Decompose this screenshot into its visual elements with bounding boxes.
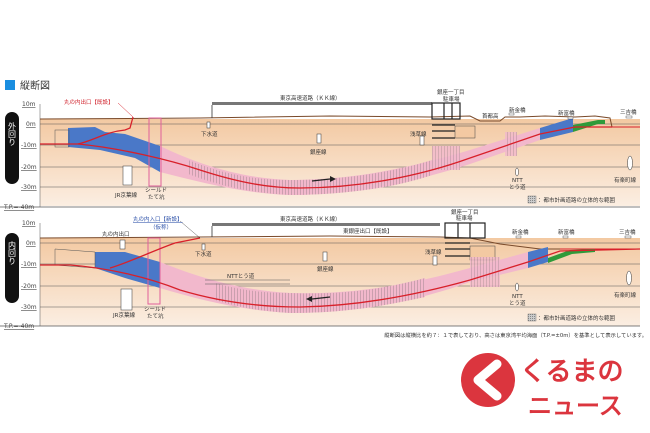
ramp-green [573, 120, 605, 132]
ginza-parking-structure [431, 102, 461, 139]
axis-label: -10m [21, 261, 37, 268]
label-entrance-new: 丸の内入口【新設】 [133, 215, 183, 223]
legend-label-inner: ：都市計画道路の立体的な範囲 [538, 314, 616, 322]
axis-label: -20m [21, 164, 37, 171]
city-planning-road-range-inner [215, 278, 425, 313]
label-shintomibashi-inner: 新富橋 [558, 228, 575, 236]
sewer-icon [206, 121, 211, 129]
inner-loop-label: 内回り [8, 240, 17, 265]
axis-label: 0m [26, 121, 36, 128]
label-entrance-new-sub: （仮称） [150, 223, 172, 231]
label-higashiginza-exit: 東銀座出口【既設】 [343, 227, 393, 235]
label-sankichibashi: 三吉橋 [620, 108, 637, 116]
label-exit-existing: 丸の内出口【既設】 [64, 98, 114, 106]
city-planning-road-range [188, 160, 432, 195]
outer-loop-label: 外回り [8, 121, 17, 146]
logo-text-1: くるまの [520, 357, 623, 387]
axis-label: T.P.=-40m [3, 323, 34, 330]
title-marker-icon [5, 80, 15, 90]
axis-label: -20m [21, 283, 37, 290]
label-ntt: NTT [512, 178, 523, 184]
label-expressway-inner: 東京高速道路（ＫＫ線） [280, 215, 341, 223]
route-line-inner [40, 248, 641, 308]
label-shield-shaft-inner-2: たて坑 [147, 312, 164, 320]
shield-shaft [148, 117, 162, 187]
label-sewer: 下水道 [201, 130, 218, 138]
existing-tunnel-right [540, 118, 573, 140]
axis-label: -10m [21, 142, 37, 149]
route-line-outer [40, 126, 612, 189]
label-parking-inner: 銀座一丁目 [451, 208, 479, 216]
label-shinkinbashi-inner: 新金橋 [512, 228, 529, 236]
shield-shaft-inner [147, 237, 161, 305]
label-ginza-line-inner: 銀座線 [317, 265, 334, 273]
outer-loop-badge [5, 112, 19, 184]
label-ntt-inner-2: とう道 [509, 299, 526, 307]
label-parking-inner-2: 駐車場 [456, 214, 473, 222]
logo-chevron-icon [473, 359, 502, 401]
axis-label: 10m [22, 101, 36, 108]
label-sewer-inner: 下水道 [195, 250, 212, 258]
ramp-green-inner [548, 249, 595, 263]
label-shinkinbashi: 新金橋 [509, 106, 526, 114]
label-parking: 銀座一丁目 [437, 88, 465, 96]
diagram-title: 縦断図 [20, 79, 50, 92]
label-jr-keiyo-inner: JR京葉線 [112, 311, 135, 319]
label-shield-shaft-inner: シールド [144, 307, 166, 313]
label-sankichibashi-inner: 三吉橋 [619, 228, 636, 236]
ginza-parking-structure-inner [444, 222, 486, 257]
logo-text-2: ニュース [528, 392, 623, 420]
axis-label: 0m [26, 240, 36, 247]
depth-axis-top: 10m 0m -10m -20m -30m T.P.=-40m [3, 101, 37, 211]
axis-label: -30m [21, 184, 37, 191]
legend-swatch [527, 195, 537, 204]
existing-tunnel-left-inner [95, 252, 160, 288]
label-ginza-line: 銀座線 [310, 148, 327, 156]
inner-loop-badge [5, 233, 19, 303]
inner-loop-panel: 東京高速道路（ＫＫ線） 丸の内入口【新設】 （仮称） 丸の内出口 下水道 NTT… [0, 208, 641, 327]
axis-label: 10m [22, 220, 36, 227]
direction-arrow-icon [330, 176, 336, 182]
footnote: 縦断図は縦横比を約７：１で表しており、高さは東京湾平均海面（T.P.=±0m）を… [384, 331, 647, 339]
label-asakusa-inner: 浅草線 [425, 248, 442, 256]
axis-label: T.P.=-40m [3, 204, 34, 211]
label-shield-shaft-2: たて坑 [148, 193, 165, 201]
label-parking-2: 駐車場 [443, 95, 460, 103]
legend-label: ：都市計画道路の立体的な範囲 [538, 196, 616, 204]
label-yurakucho-inner: 有楽町線 [614, 291, 637, 299]
label-exit-inner: 丸の内出口 [102, 230, 130, 238]
label-jr-keiyo: JR京葉線 [114, 191, 137, 199]
label-shintomibashi: 新富橋 [558, 109, 575, 117]
expressway-deck [212, 102, 432, 105]
label-yurakucho-line: 有楽町線 [614, 176, 637, 184]
label-asakusa-line: 浅草線 [410, 130, 427, 138]
label-shutoko: 首都高 [482, 112, 499, 120]
legend-swatch-inner [527, 313, 537, 322]
label-ntt-tunnel: NTTとう道 [227, 272, 255, 280]
outer-loop-panel: 東京高速道路（ＫＫ線） 丸の内出口【既設】 下水道 銀座線 JR京葉線 シールド… [0, 88, 640, 208]
axis-label: -30m [21, 304, 37, 311]
expressway-deck-inner [212, 223, 440, 226]
label-shield-shaft: シールド [145, 188, 167, 194]
label-ntt-2: とう道 [509, 183, 526, 191]
label-expressway: 東京高速道路（ＫＫ線） [280, 94, 341, 102]
existing-tunnel-right-inner [528, 247, 548, 268]
label-ntt-inner: NTT [512, 294, 523, 300]
depth-axis-bottom: 10m 0m -10m -20m -30m T.P.=-40m [3, 220, 37, 330]
kurumanonews-logo: くるまの ニュース [461, 353, 623, 420]
logo-circle-icon [461, 353, 515, 407]
direction-arrow-icon-inner [306, 296, 312, 302]
